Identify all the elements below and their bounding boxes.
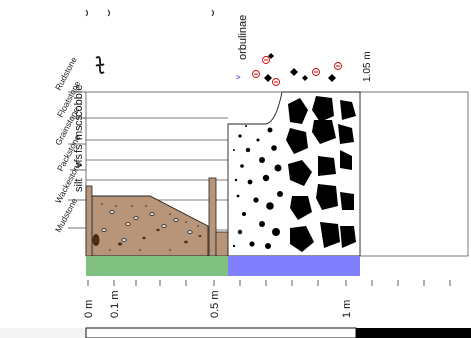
fossil-label-orbulinae: orbulinae — [237, 15, 249, 60]
texture-leader-lines — [68, 91, 86, 229]
depth-label-1: 1 m — [341, 300, 353, 318]
grain-label-vfs: vfs — [73, 153, 85, 168]
depth-label-0: 0 m — [83, 300, 95, 318]
gap-block — [215, 231, 229, 257]
fossil-symbols: > — [236, 53, 342, 86]
depth-tick-labels: 0 m 0.1 m 0.5 m 1 m — [83, 290, 353, 318]
depth-label-0-5: 0.5 m — [209, 290, 221, 318]
mudstone-unit — [85, 177, 217, 257]
texture-class-labels: Mudstone Wackestone Packstone Grainstone… — [53, 55, 84, 234]
scale-bar — [0, 327, 471, 338]
color-bar-upper — [228, 256, 360, 276]
grain-size-labels: silt vfs fs ms cs cobble — [73, 85, 85, 192]
thickness-label: 1.05 m — [362, 51, 373, 82]
color-bar-lower — [86, 256, 228, 276]
grain-label-ms: ms — [73, 125, 85, 140]
top-squiggle-marks — [85, 9, 215, 17]
breccia-unit — [227, 91, 361, 257]
depth-axis — [87, 280, 451, 286]
bioturbation-icon — [95, 56, 105, 74]
grain-label-fs: fs — [73, 144, 85, 153]
grain-label-silt: silt — [73, 179, 85, 192]
grain-label-cobble: cobble — [73, 85, 85, 117]
foraminifera-v-mark: > — [236, 73, 241, 82]
grain-label-cs: cs — [73, 115, 85, 127]
depth-label-0-1: 0.1 m — [109, 290, 121, 318]
